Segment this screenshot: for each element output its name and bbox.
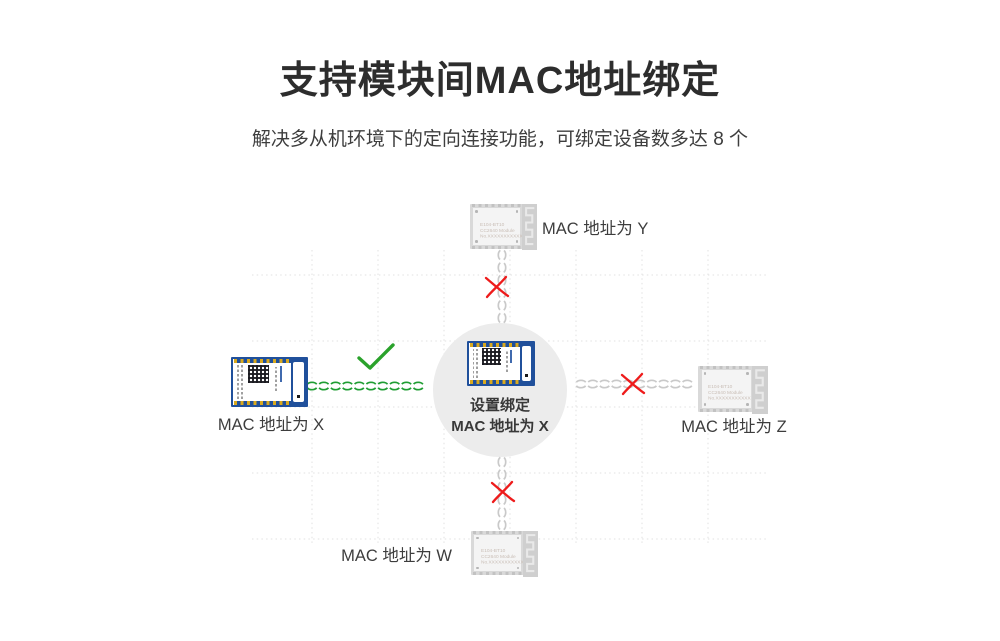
module-left bbox=[231, 357, 308, 407]
pcb-antenna-icon bbox=[521, 204, 537, 251]
silkscreen-text: E104-BT10 CC2640 Module No.XXXXXXXXXXX bbox=[479, 222, 523, 239]
center-caption-line2: MAC 地址为 X bbox=[451, 418, 549, 435]
silkscreen-text bbox=[275, 367, 277, 392]
castellation-pads bbox=[233, 401, 306, 405]
module-top-ghost: E104-BT10 CC2640 Module No.XXXXXXXXXXX bbox=[470, 204, 537, 251]
castellation-pads bbox=[233, 359, 306, 363]
cross-icon-bottom bbox=[490, 480, 516, 504]
silkscreen-text: E104-BT10 CC2640 Module No.XXXXXXXXXXX bbox=[480, 549, 524, 566]
check-icon bbox=[357, 343, 395, 370]
page-subtitle: 解决多从机环境下的定向连接功能，可绑定设备数多达 8 个 bbox=[251, 129, 749, 150]
logo-mark bbox=[509, 349, 513, 364]
module-bottom-ghost: E104-BT10 CC2640 Module No.XXXXXXXXXXX bbox=[471, 531, 538, 578]
label-node-top: MAC 地址为 Y bbox=[542, 220, 649, 238]
logo-mark bbox=[279, 366, 282, 382]
qr-code bbox=[247, 364, 270, 384]
chain-link-icon-top bbox=[497, 249, 507, 325]
page-title: 支持模块间MAC地址绑定 bbox=[279, 60, 721, 102]
label-node-bottom: MAC 地址为 W bbox=[341, 547, 452, 565]
module-right-ghost: E104-BT10 CC2640 Module No.XXXXXXXXXXX bbox=[698, 366, 768, 415]
silkscreen-text: E104-BT10 CC2640 Module No.XXXXXXXXXXX bbox=[708, 385, 752, 402]
silkscreen-text bbox=[506, 350, 508, 372]
chain-link-icon-right bbox=[575, 379, 693, 389]
silkscreen-text bbox=[237, 365, 239, 399]
cross-icon-right bbox=[620, 372, 646, 396]
castellation-pads bbox=[469, 343, 533, 347]
castellation-pads bbox=[469, 380, 533, 384]
silkscreen-text bbox=[472, 348, 475, 379]
chain-link-icon-left bbox=[306, 381, 425, 391]
module-center bbox=[467, 341, 535, 386]
pcb-antenna-icon bbox=[522, 531, 538, 578]
silkscreen-text bbox=[241, 365, 243, 399]
chip-antenna-bar bbox=[520, 343, 533, 384]
chip-antenna-bar bbox=[291, 359, 306, 405]
qr-code bbox=[481, 348, 501, 365]
pcb-antenna-icon bbox=[751, 366, 768, 415]
label-node-left: MAC 地址为 X bbox=[217, 416, 325, 434]
center-caption-line1: 设置绑定 bbox=[469, 397, 530, 414]
silkscreen-text bbox=[476, 348, 478, 379]
label-node-right: MAC 地址为 Z bbox=[681, 418, 787, 436]
cross-icon-top bbox=[484, 275, 510, 299]
